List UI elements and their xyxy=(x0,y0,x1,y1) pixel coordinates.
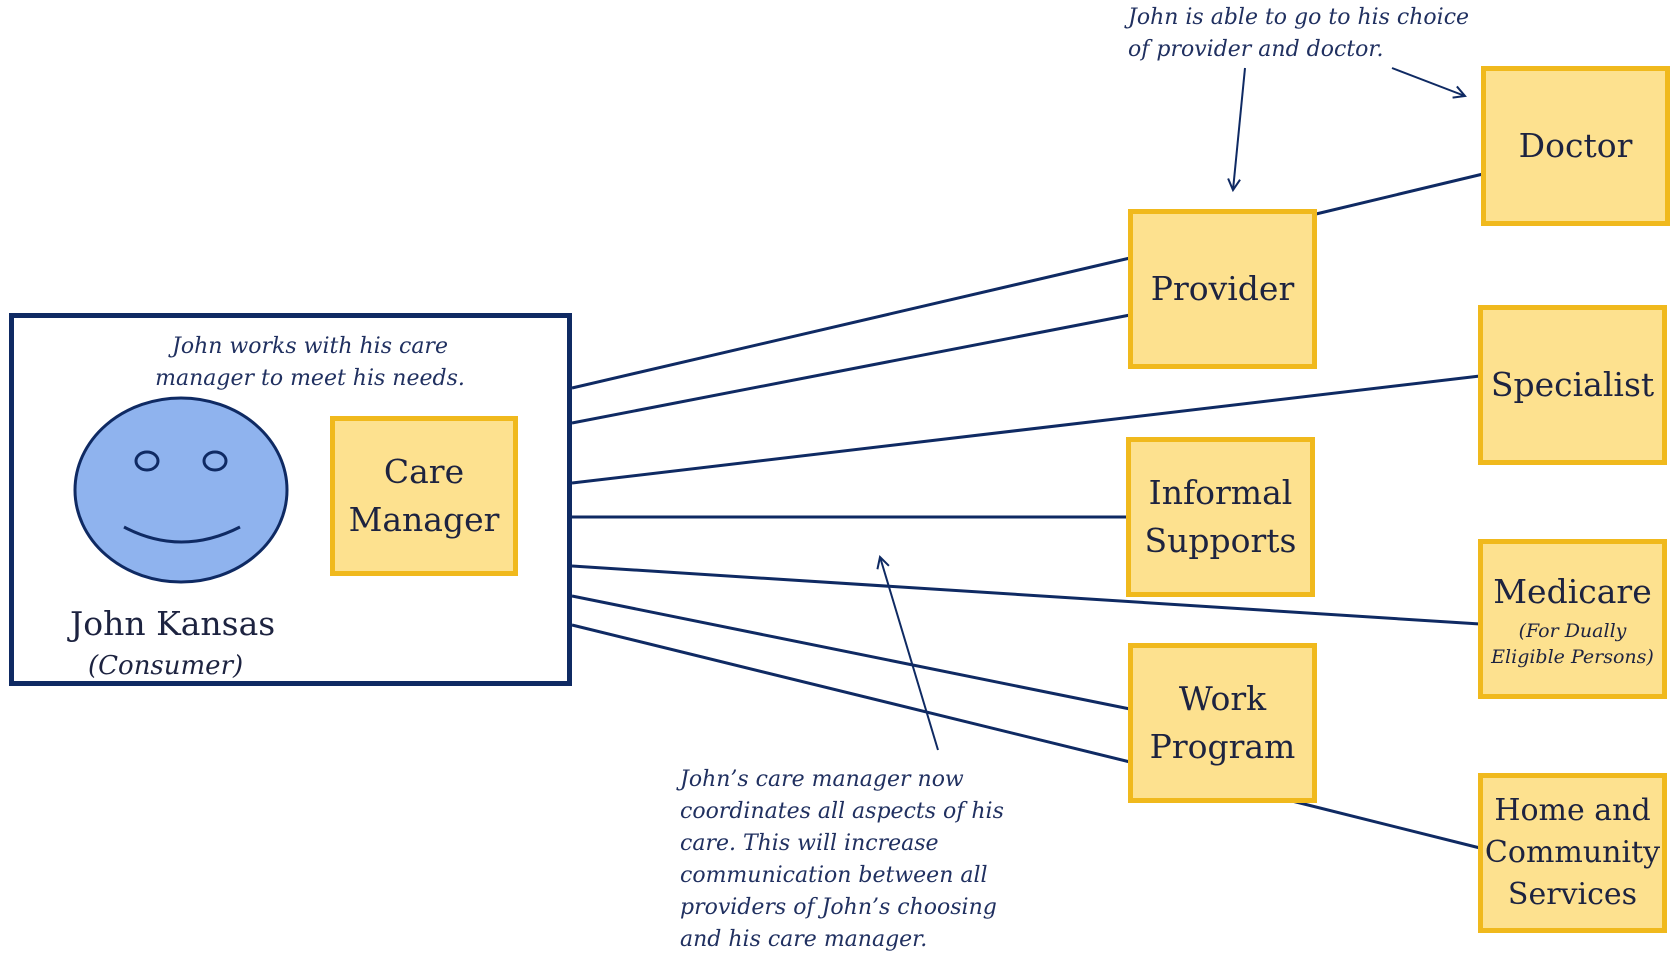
care-manager-label: Care Manager xyxy=(348,452,500,539)
home-community-label: Home and Community Services xyxy=(1484,793,1661,912)
work-program-label: Work Program xyxy=(1149,679,1296,766)
consumer-name: John Kansas xyxy=(70,604,276,643)
doctor-box: Doctor xyxy=(1481,66,1670,226)
medicare-sublabel: (For Dually Eligible Persons) xyxy=(1491,620,1654,668)
specialist-box: Specialist xyxy=(1478,305,1667,465)
provider-box: Provider xyxy=(1128,209,1317,369)
line-to-provider-upper xyxy=(571,256,1131,390)
line-to-work-program-lower xyxy=(571,623,1131,764)
line-provider-to-doctor xyxy=(1315,172,1484,216)
line-to-provider-lower xyxy=(571,313,1131,425)
line-to-work-program-upper xyxy=(571,594,1131,711)
choice-note: John is able to go to his choice of prov… xyxy=(1128,5,1470,62)
line-to-specialist xyxy=(571,374,1481,485)
consumer-role: (Consumer) xyxy=(88,651,244,681)
coordination-note: John’s care manager now coordinates all … xyxy=(680,767,1004,952)
smiley-face-icon xyxy=(72,395,290,585)
medicare-label: Medicare xyxy=(1493,572,1652,611)
home-community-box: Home and Community Services xyxy=(1478,773,1667,933)
arrow-to-doctor xyxy=(1391,67,1465,96)
informal-supports-box: Informal Supports xyxy=(1126,437,1315,597)
line-to-medicare xyxy=(571,564,1481,626)
provider-label: Provider xyxy=(1150,269,1295,308)
line-work-program-to-home xyxy=(1291,799,1481,850)
medicare-box: Medicare (For Dually Eligible Persons) xyxy=(1478,539,1667,699)
arrow-to-lines xyxy=(880,557,939,751)
consumer-note: John works with his care manager to meet… xyxy=(155,334,465,391)
doctor-label: Doctor xyxy=(1518,126,1633,165)
specialist-label: Specialist xyxy=(1490,365,1655,404)
care-manager-box: Care Manager xyxy=(330,416,518,576)
arrow-to-provider xyxy=(1233,67,1246,190)
work-program-box: Work Program xyxy=(1128,643,1317,803)
informal-supports-label: Informal Supports xyxy=(1144,473,1297,560)
